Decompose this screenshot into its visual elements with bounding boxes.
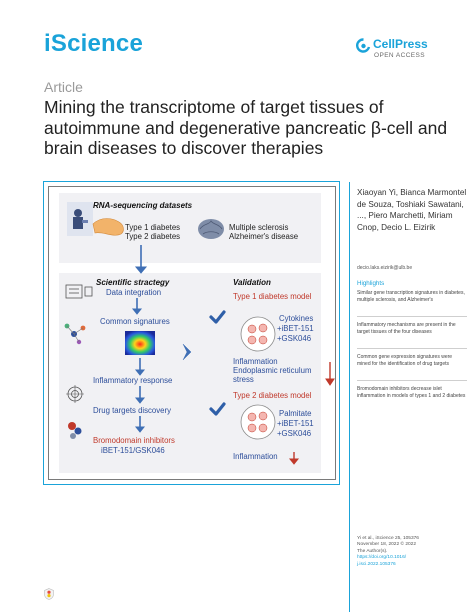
step-inflammatory-response: Inflammatory response: [93, 376, 173, 385]
corresponding-email[interactable]: decio.laks.eizirik@ulb.be: [357, 265, 413, 271]
open-access-label: OPEN ACCESS: [374, 52, 425, 59]
highlight-2: Inflammatory mechanisms are present in t…: [357, 322, 456, 335]
doi-link-continued[interactable]: j.isci.2022.105376: [357, 561, 396, 567]
highlight-separator: [357, 348, 467, 349]
t2-ibet-label: +iBET-151: [277, 419, 314, 428]
validation-title: Validation: [233, 278, 271, 287]
cellpress-mark-icon: [356, 38, 371, 53]
rna-seq-title: RNA-sequencing datasets: [93, 201, 193, 210]
decrease-arrows: [288, 362, 335, 465]
citation-block: Yi et al., iScience 25, 105376 November …: [357, 536, 469, 568]
pancreas-icon: [92, 218, 124, 236]
diabetes-type2-label: Type 2 diabetes: [125, 232, 181, 241]
alzheimers-label: Alzheimer's disease: [229, 232, 299, 241]
t2-model-label: Type 2 diabetes model: [233, 391, 312, 400]
highlight-separator: [357, 380, 467, 381]
highlight-separator: [357, 316, 467, 317]
inhibitor-names-label: iBET-151/GSK046: [101, 446, 165, 455]
t2-gsk-label: +GSK046: [277, 429, 312, 438]
t1-ibet-label: +iBET-151: [277, 324, 314, 333]
t2-inflammation-label: Inflammation: [233, 452, 278, 461]
brain-icon: [198, 219, 224, 239]
sidebar-divider: [349, 182, 350, 612]
heatmap-icon: [125, 331, 155, 355]
cellpress-logo[interactable]: CellPress OPEN ACCESS: [356, 37, 436, 65]
journal-name: iScience: [44, 30, 143, 57]
multiple-sclerosis-label: Multiple sclerosis: [229, 223, 289, 232]
islet-dish-t2: [240, 404, 276, 440]
citation-copyright: The Author(s).: [357, 548, 388, 554]
highlights-title: Highlights: [357, 280, 385, 287]
step-common-signatures: Common signatures: [100, 317, 170, 326]
citation-line: Yi et al., iScience 25, 105376: [357, 536, 419, 541]
t1-model-label: Type 1 diabetes model: [233, 292, 312, 301]
t1-er-label: Endoplasmic reticulum: [233, 366, 312, 375]
step-drug-targets: Drug targets discovery: [93, 406, 171, 415]
validation-checkmarks: [209, 310, 226, 416]
researcher-microscope-icon: [67, 202, 93, 236]
t1-stress-label: stress: [233, 375, 254, 384]
dataset-panel-background: [59, 193, 321, 473]
publisher-name: CellPress: [373, 37, 428, 51]
graphical-abstract-drawing: [59, 193, 335, 473]
bromodomain-inhibitors-label: Bromodomain inhibitors: [93, 436, 175, 445]
highlight-1: Similar gene transcription signatures in…: [357, 290, 465, 303]
author-list: Xiaoyan Yi, Bianca Marmontel de Souza, T…: [357, 188, 467, 232]
t1-inflammation-label: Inflammation: [233, 357, 278, 366]
article-title: Mining the transcriptome of target tissu…: [44, 97, 448, 158]
highlight-4: Bromodomain inhibitors decrease islet in…: [357, 386, 466, 399]
article-type: Article: [44, 79, 83, 95]
islet-dish-t1: [240, 316, 276, 352]
graphical-abstract-frame: RNA-sequencing datasets Type 1 diabetes …: [48, 186, 336, 480]
doi-link[interactable]: https://doi.org/10.1016/: [357, 555, 407, 561]
flow-arrows: [131, 245, 192, 433]
strategy-icons: [64, 284, 93, 439]
highlight-3: Common gene expression signatures were m…: [357, 354, 453, 367]
t2-palmitate-label: Palmitate: [279, 409, 312, 418]
step-data-integration: Data integration: [106, 288, 162, 297]
strategy-title: Scientific stractegy: [96, 278, 170, 287]
check-for-updates-icon[interactable]: [44, 588, 54, 600]
t1-gsk-label: +GSK046: [277, 334, 312, 343]
t1-cytokines-label: Cytokines: [279, 314, 314, 323]
graphical-abstract: RNA-sequencing datasets Type 1 diabetes …: [43, 181, 340, 485]
citation-date: November 18, 2022 © 2022: [357, 542, 417, 548]
diabetes-type1-label: Type 1 diabetes: [125, 223, 181, 232]
